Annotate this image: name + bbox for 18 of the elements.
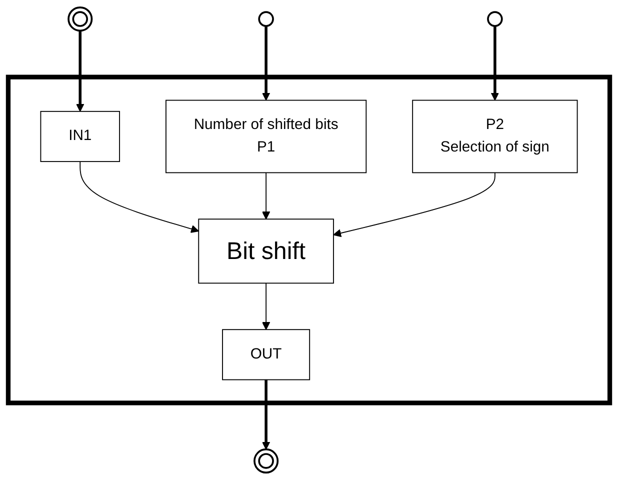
node-box: P2 Selection of sign bbox=[412, 100, 578, 174]
arrow bbox=[333, 172, 496, 238]
node-circle bbox=[68, 6, 93, 32]
node-circle bbox=[258, 11, 274, 27]
node-box: Bit shift bbox=[198, 218, 334, 284]
node-box: OUT bbox=[222, 329, 310, 380]
node-box: Number of shifted bits P1 bbox=[166, 100, 367, 174]
node-circle bbox=[254, 448, 279, 474]
arrow bbox=[262, 26, 270, 101]
arrow bbox=[262, 282, 270, 330]
arrow bbox=[262, 172, 270, 220]
arrow bbox=[490, 26, 500, 101]
arrow bbox=[76, 30, 84, 112]
arrow bbox=[80, 161, 199, 233]
node-box: IN1 bbox=[40, 110, 120, 162]
node-circle bbox=[487, 11, 503, 27]
cluster bbox=[6, 74, 612, 406]
arrow bbox=[262, 380, 270, 450]
